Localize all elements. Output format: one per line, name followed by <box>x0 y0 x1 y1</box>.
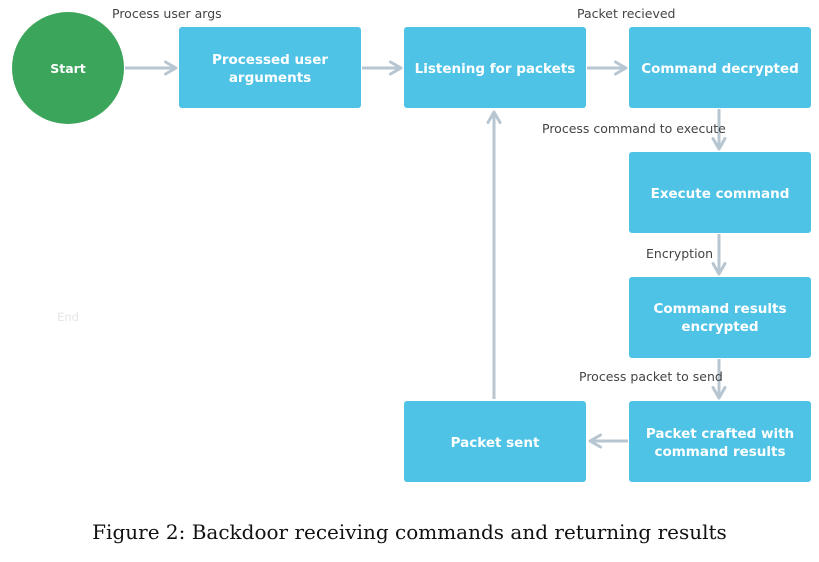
node-listening-for-packets: Listening for packets <box>404 27 586 108</box>
node-execute-command-label: Execute command <box>651 186 790 202</box>
node-processed-user-arguments-line2: arguments <box>229 70 311 86</box>
start-node: Start <box>12 12 124 124</box>
node-command-results-encrypted-line2: encrypted <box>681 319 758 335</box>
edge-label-packet-received: Packet recieved <box>577 6 675 21</box>
edges <box>125 60 727 449</box>
edge-label-process-command: Process command to execute <box>542 121 726 136</box>
figure-caption: Figure 2: Backdoor receiving commands an… <box>92 520 727 544</box>
node-packet-sent-label: Packet sent <box>451 435 540 451</box>
node-command-decrypted-label: Command decrypted <box>641 61 799 77</box>
node-processed-user-arguments: Processed user arguments <box>179 27 361 108</box>
node-packet-crafted-line2: command results <box>654 444 785 460</box>
edge-label-process-user-args: Process user args <box>112 6 222 21</box>
node-packet-crafted-line1: Packet crafted with <box>646 426 794 442</box>
node-packet-sent: Packet sent <box>404 401 586 482</box>
node-packet-crafted: Packet crafted with command results <box>629 401 811 482</box>
node-execute-command: Execute command <box>629 152 811 233</box>
end-node-label: End <box>57 310 79 324</box>
node-listening-for-packets-label: Listening for packets <box>415 61 576 77</box>
node-command-results-encrypted-line1: Command results <box>654 301 787 317</box>
node-command-results-encrypted: Command results encrypted <box>629 277 811 358</box>
flowchart-diagram: Process user args Packet recieved Proces… <box>12 6 811 482</box>
edge-label-process-packet: Process packet to send <box>579 369 723 384</box>
node-command-decrypted: Command decrypted <box>629 27 811 108</box>
edge-label-encryption: Encryption <box>646 246 713 261</box>
node-processed-user-arguments-line1: Processed user <box>212 52 328 68</box>
start-node-label: Start <box>50 61 86 76</box>
